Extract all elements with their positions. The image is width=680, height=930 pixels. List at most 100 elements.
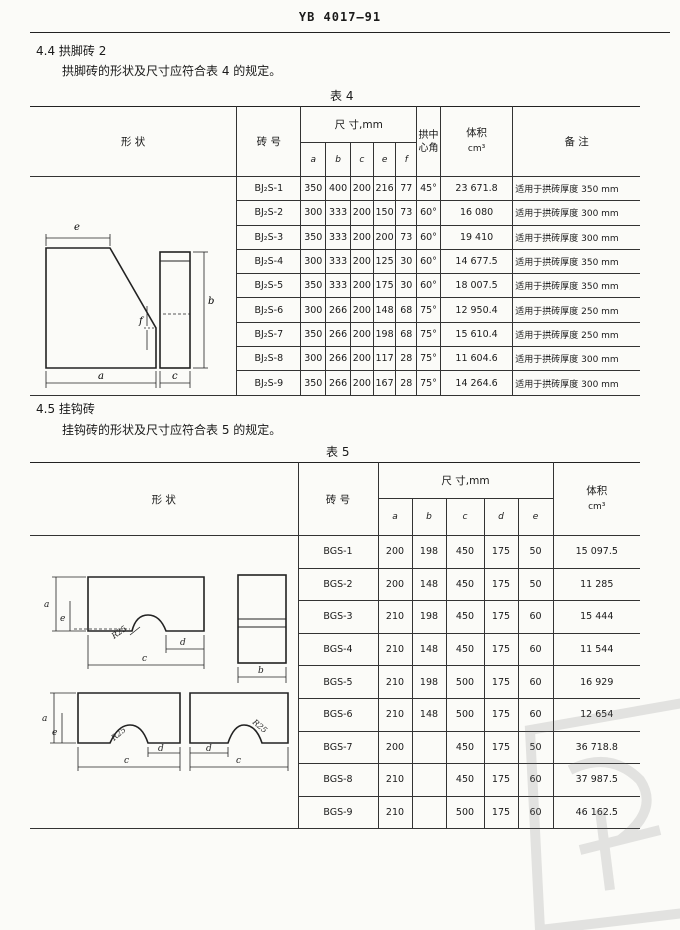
table-cell: 适用于拱砖厚度 300 mm xyxy=(512,370,640,396)
table-cell xyxy=(411,763,447,797)
standard-header: YB 4017—91 xyxy=(298,10,382,24)
table-cell: 12 654 xyxy=(552,697,640,732)
table-cell: 60 xyxy=(517,665,554,699)
table-cell: 200 xyxy=(349,321,374,348)
table-cell: 37 987.5 xyxy=(552,763,640,797)
table-cell: 适用于拱砖厚度 300 mm xyxy=(512,224,640,250)
table-cell: BJ₂S-4 xyxy=(236,248,302,275)
table-cell: 60 xyxy=(517,632,554,667)
table-cell: 175 xyxy=(483,632,519,667)
table-cell: 60 xyxy=(517,600,554,634)
table-cell: 200 xyxy=(377,567,413,602)
table-cell: 适用于拱砖厚度 250 mm xyxy=(512,321,640,348)
col-size: 尺 寸,mm xyxy=(377,462,554,499)
table-cell: 19 410 xyxy=(439,224,514,250)
section-4-5-heading: 4.5 挂钩砖 xyxy=(36,402,95,416)
col-a: a xyxy=(300,142,327,177)
shape-cell xyxy=(30,534,299,830)
table-cell: 200 xyxy=(377,535,413,569)
shape-cell xyxy=(30,176,238,396)
table-cell: 60 xyxy=(517,763,554,797)
hook-dim-b-label: b xyxy=(258,666,264,676)
col-a: a xyxy=(377,498,413,536)
table-cell: 60° xyxy=(416,200,441,226)
table-cell: 175 xyxy=(483,795,519,830)
arch-foot-brick-drawing: e f a b c xyxy=(45,222,214,388)
table-cell: 175 xyxy=(483,697,519,732)
section-4-4-heading: 4.4 拱脚砖 2 xyxy=(36,44,107,58)
table-cell: 210 xyxy=(377,795,413,830)
table-cell: BGS-4 xyxy=(297,632,379,667)
table-cell: 333 xyxy=(325,200,351,226)
col-angle-line1: 拱中 xyxy=(418,129,439,141)
col-volume: 体积 cm³ xyxy=(552,462,640,536)
hook-brick-variant-right xyxy=(189,692,289,744)
table-cell: BGS-5 xyxy=(297,665,379,699)
table-cell: BGS-8 xyxy=(297,763,379,797)
table-cell: 14 677.5 xyxy=(439,248,514,275)
table-cell: 266 xyxy=(325,346,351,372)
table-cell: 148 xyxy=(411,567,447,602)
table-cell: 200 xyxy=(349,200,374,226)
table-cell: BGS-2 xyxy=(297,567,379,602)
hook-brick-front-view xyxy=(87,576,205,632)
table-cell: 148 xyxy=(372,297,397,323)
table-cell: 148 xyxy=(411,632,447,667)
table-cell: 28 xyxy=(395,370,418,396)
col-volume-line1: 体积 xyxy=(466,127,488,139)
col-angle-line2: 心角 xyxy=(418,142,439,154)
section-4-5-text: 挂钩砖的形状及尺寸应符合表 5 的规定。 xyxy=(62,423,282,437)
arch-brick-front-view xyxy=(45,247,157,369)
table-cell: 16 080 xyxy=(439,200,514,226)
table-cell: BGS-7 xyxy=(297,730,379,765)
table-cell: 14 264.6 xyxy=(439,370,514,396)
table-cell: 198 xyxy=(411,600,447,634)
hook-variant2-radius-label: R25 xyxy=(250,717,269,735)
table-5-caption: 表 5 xyxy=(326,445,350,459)
col-shape: 形 状 xyxy=(30,106,238,177)
table-cell xyxy=(411,730,447,765)
col-angle: 拱中 心角 xyxy=(416,106,441,177)
table-cell: 适用于拱砖厚度 350 mm xyxy=(512,273,640,299)
table-5-subheader-row: a b c d e xyxy=(30,498,640,536)
col-volume-line2: cm³ xyxy=(467,144,486,154)
hook-dim-e-label: e xyxy=(60,614,65,624)
table-cell: BJ₂S-5 xyxy=(236,273,302,299)
table-cell: 300 xyxy=(300,248,327,275)
dim-f-label: f xyxy=(138,316,145,327)
table-cell: 266 xyxy=(325,297,351,323)
table-cell: 15 444 xyxy=(552,600,640,634)
hook-dim-c-label: c xyxy=(142,654,147,664)
hook-brick-drawing: a e c d b R25 a e c d R25 d c R25 xyxy=(42,574,289,771)
table-cell: 350 xyxy=(300,224,327,250)
table-cell: BJ₂S-2 xyxy=(236,200,302,226)
table-cell: 350 xyxy=(300,370,327,396)
table-cell: 60° xyxy=(416,273,441,299)
table-cell: 适用于拱砖厚度 250 mm xyxy=(512,297,640,323)
table-cell: BGS-9 xyxy=(297,795,379,830)
dim-e-label: e xyxy=(74,222,80,233)
table-cell: 450 xyxy=(445,567,485,602)
table-cell: 36 718.8 xyxy=(552,730,640,765)
col-volume: 体积 cm³ xyxy=(439,106,514,177)
table-cell: 350 xyxy=(300,273,327,299)
dim-c-label: c xyxy=(172,371,178,382)
table-cell: BJ₂S-1 xyxy=(236,175,302,202)
table-cell: 11 544 xyxy=(552,632,640,667)
table-cell: 175 xyxy=(483,665,519,699)
table-cell: 175 xyxy=(483,763,519,797)
table-cell: 73 xyxy=(395,200,418,226)
table-cell: 60° xyxy=(416,224,441,250)
hook-variant-dim-c-label: c xyxy=(124,756,129,766)
hook-dim-a-label: a xyxy=(44,600,49,610)
col-f: f xyxy=(395,142,418,177)
hook-variant-dim-d-label: d xyxy=(158,744,164,754)
